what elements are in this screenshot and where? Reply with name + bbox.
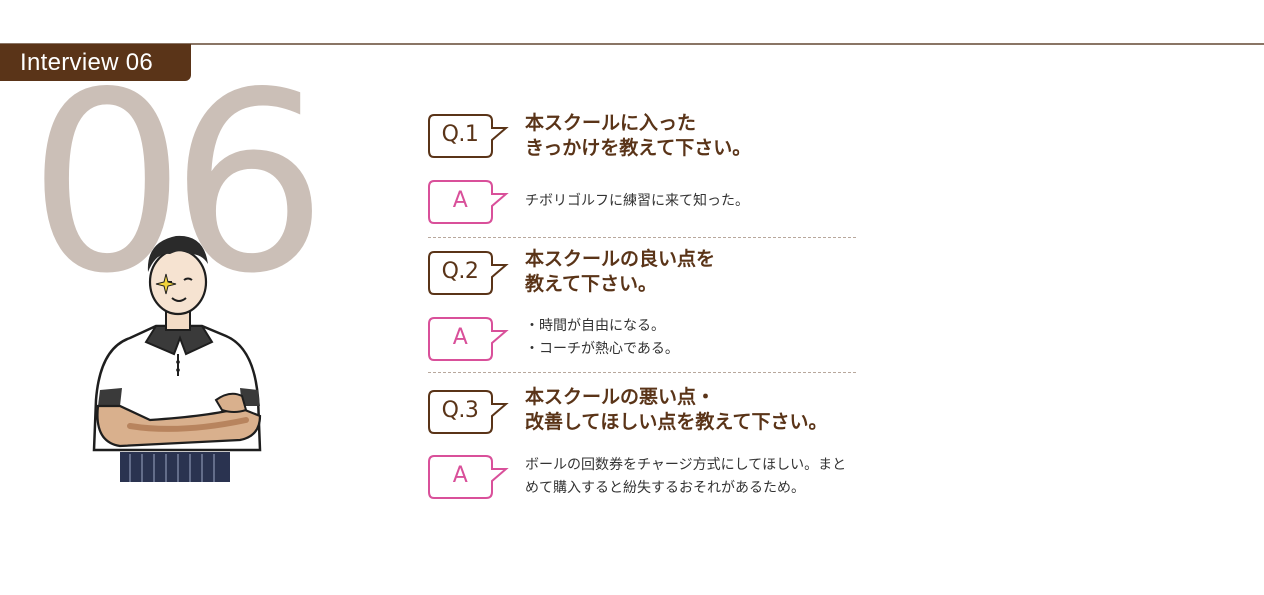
speech-bubble-icon bbox=[428, 390, 509, 434]
answer-2-badge: A bbox=[428, 317, 509, 361]
speech-bubble-icon bbox=[428, 455, 509, 499]
question-label: Q.2 bbox=[441, 259, 479, 284]
top-rule bbox=[0, 43, 1264, 45]
qa-divider bbox=[428, 237, 856, 238]
qa-divider bbox=[428, 372, 856, 373]
question-label: Q.1 bbox=[441, 122, 479, 147]
interviewee-illustration bbox=[92, 235, 262, 482]
answer-3-text: ボールの回数券をチャージ方式にしてほしい。まとめて購入すると紛失するおそれがある… bbox=[525, 457, 847, 496]
question-3-badge: Q.3 bbox=[428, 390, 509, 434]
speech-bubble-icon bbox=[428, 317, 509, 361]
answer-label: A bbox=[452, 463, 468, 488]
speech-bubble-icon bbox=[428, 180, 509, 224]
answer-3-badge: A bbox=[428, 455, 509, 499]
answer-label: A bbox=[452, 325, 468, 350]
question-label: Q.3 bbox=[441, 398, 479, 423]
speech-bubble-icon bbox=[428, 251, 509, 295]
section-tab: Interview 06 bbox=[0, 44, 191, 81]
answer-label: A bbox=[452, 188, 468, 213]
question-2-badge: Q.2 bbox=[428, 251, 509, 295]
question-1-badge: Q.1 bbox=[428, 114, 509, 158]
answer-1-text: チボリゴルフに練習に来て知った。 bbox=[525, 193, 749, 209]
speech-bubble-icon bbox=[428, 114, 509, 158]
question-2-text: 本スクールの良い点を 教えて下さい。 bbox=[525, 248, 716, 295]
answer-1-badge: A bbox=[428, 180, 509, 224]
question-1-text: 本スクールに入った きっかけを教えて下さい。 bbox=[525, 112, 752, 159]
answer-2-text: ・時間が自由になる。 ・コーチが熱心である。 bbox=[525, 318, 679, 357]
question-3-text: 本スクールの悪い点・ 改善してほしい点を教えて下さい。 bbox=[525, 386, 828, 433]
